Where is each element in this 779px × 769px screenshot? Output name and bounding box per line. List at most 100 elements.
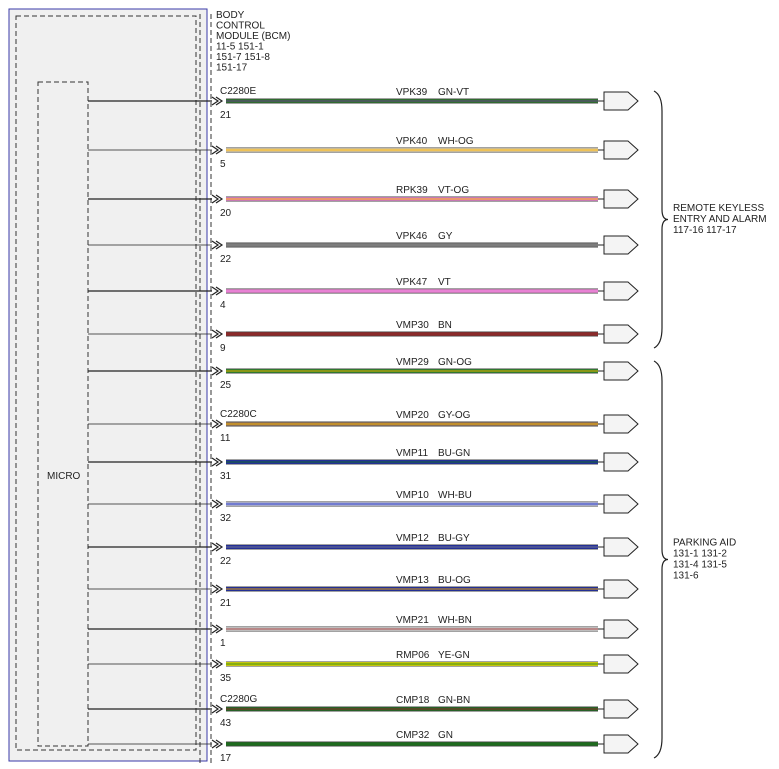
pin-number: 35 <box>220 673 232 684</box>
pin-arrow-icon <box>211 499 220 509</box>
pin-number: 20 <box>220 208 232 219</box>
terminal-arrow-icon <box>603 579 639 599</box>
wire-row: RPK39 VT-OG 20 <box>88 185 639 219</box>
circuit-label: VPK39 <box>396 87 428 98</box>
circuit-label: RMP06 <box>396 650 430 661</box>
module-title-line: MODULE (BCM) <box>216 31 290 42</box>
module-title-line: BODY <box>216 10 245 21</box>
circuit-label: VMP13 <box>396 575 429 586</box>
pin-arrow-icon <box>215 659 224 669</box>
wire-color-label: GN-OG <box>438 357 472 368</box>
pin-arrow-icon <box>211 584 220 594</box>
terminal-arrow-icon <box>603 189 639 209</box>
wire-color-label: BU-OG <box>438 575 471 586</box>
pin-arrow-icon <box>215 499 224 509</box>
group-label-line: REMOTE KEYLESS <box>673 203 764 214</box>
wire-color-label: BN <box>438 320 452 331</box>
pin-arrow-icon <box>215 542 224 552</box>
pin-arrow-icon <box>211 457 220 467</box>
circuit-label: VMP21 <box>396 615 429 626</box>
bcm-module-box <box>8 8 208 762</box>
wire-color-label: GN-VT <box>438 87 469 98</box>
wire-color-label: GY-OG <box>438 410 471 421</box>
pin-arrow-icon <box>215 624 224 634</box>
pin-arrow-icon <box>215 457 224 467</box>
pin-arrow-icon <box>215 286 224 296</box>
terminal-arrow-icon <box>603 619 639 639</box>
terminal-arrow-icon <box>603 140 639 160</box>
wire-color-label: YE-GN <box>438 650 470 661</box>
pin-arrow-icon <box>215 240 224 250</box>
circuit-label: RPK39 <box>396 185 428 196</box>
terminal-arrow-icon <box>603 414 639 434</box>
pin-arrow-icon <box>215 96 224 106</box>
group-label-line: 131-6 <box>673 571 699 582</box>
micro-label: MICRO <box>47 471 81 482</box>
circuit-label: VPK47 <box>396 277 428 288</box>
module-ref-line: 151-17 <box>216 63 248 74</box>
module-ref-line: 151-7 151-8 <box>216 52 270 63</box>
group-label-line: ENTRY AND ALARM <box>673 214 767 225</box>
pin-arrow-icon <box>215 739 224 749</box>
terminal-arrow-icon <box>603 281 639 301</box>
circuit-label: CMP32 <box>396 730 430 741</box>
terminal-arrow-icon <box>603 91 639 111</box>
wire-color-label: GY <box>438 231 453 242</box>
terminal-arrow-icon <box>603 361 639 381</box>
connector-name: C2280E <box>220 86 256 97</box>
terminal-arrow-icon <box>603 734 639 754</box>
circuit-label: VMP10 <box>396 490 429 501</box>
pin-arrow-icon <box>211 366 220 376</box>
terminal-arrow-icon <box>603 324 639 344</box>
pin-arrow-icon <box>211 542 220 552</box>
group-brace <box>653 90 669 349</box>
wire-color-label: VT <box>438 277 451 288</box>
circuit-label: VPK40 <box>396 136 428 147</box>
pin-arrow-icon <box>215 419 224 429</box>
pin-number: 21 <box>220 598 232 609</box>
wire-row: VPK47 VT 4 <box>88 277 639 311</box>
connector-name: C2280C <box>220 409 257 420</box>
terminal-arrow-icon <box>603 235 639 255</box>
wire-color-label: BU-GN <box>438 448 470 459</box>
pin-number: 4 <box>220 300 226 311</box>
pin-arrow-icon <box>211 286 220 296</box>
pin-number: 43 <box>220 718 232 729</box>
terminal-arrow-icon <box>603 452 639 472</box>
wire-color-label: GN-BN <box>438 695 470 706</box>
pin-arrow-icon <box>211 240 220 250</box>
pin-number: 21 <box>220 110 232 121</box>
wire-color-label: VT-OG <box>438 185 469 196</box>
circuit-label: VPK46 <box>396 231 428 242</box>
pin-number: 9 <box>220 343 226 354</box>
circuit-label: VMP11 <box>396 448 428 459</box>
terminal-arrow-icon <box>603 654 639 674</box>
pin-arrow-icon <box>211 194 220 204</box>
circuit-label: VMP12 <box>396 533 429 544</box>
pin-arrow-icon <box>215 366 224 376</box>
pin-arrow-icon <box>215 194 224 204</box>
pin-number: 1 <box>220 638 226 649</box>
pin-arrow-icon <box>211 659 220 669</box>
pin-number: 17 <box>220 753 232 764</box>
pin-arrow-icon <box>211 145 220 155</box>
pin-arrow-icon <box>211 739 220 749</box>
pin-arrow-icon <box>215 145 224 155</box>
pin-number: 5 <box>220 159 226 170</box>
module-ref-line: 11-5 151-1 <box>216 42 264 53</box>
pin-arrow-icon <box>215 584 224 594</box>
micro-dashed-box <box>37 81 89 747</box>
